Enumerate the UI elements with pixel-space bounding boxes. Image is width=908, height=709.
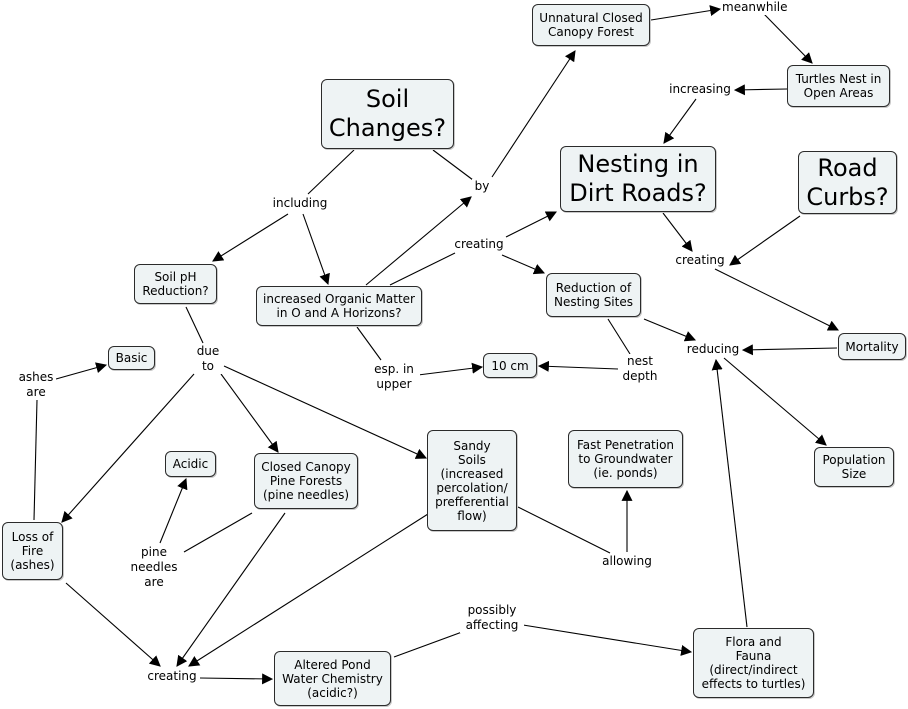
edge xyxy=(607,318,631,355)
concept-reduction-of-nesting-sites[interactable]: Reduction of Nesting Sites xyxy=(546,273,641,317)
edge xyxy=(33,399,38,521)
edge xyxy=(159,477,188,544)
concept-turtles-nest-open-areas[interactable]: Turtles Nest in Open Areas xyxy=(787,65,890,107)
concept-nesting-in-dirt-roads[interactable]: Nesting in Dirt Roads? xyxy=(560,146,716,212)
concept-increased-organic-matter[interactable]: increased Organic Matter in O and A Hori… xyxy=(256,286,422,326)
link-reducing: reducing xyxy=(684,342,742,357)
link-meanwhile: meanwhile xyxy=(722,0,788,15)
concept-10-cm[interactable]: 10 cm xyxy=(483,353,537,378)
edge xyxy=(763,13,813,64)
edge xyxy=(307,149,355,195)
edge xyxy=(517,506,611,554)
edge xyxy=(365,196,472,286)
edge xyxy=(188,513,429,667)
concept-mortality[interactable]: Mortality xyxy=(838,333,906,360)
link-including: including xyxy=(270,196,330,211)
edge xyxy=(714,268,839,331)
edge xyxy=(432,149,474,181)
edge xyxy=(65,582,161,667)
concept-closed-canopy-pine-forests[interactable]: Closed Canopy Pine Forests (pine needles… xyxy=(254,453,358,509)
edge xyxy=(741,344,838,356)
edge xyxy=(55,362,108,380)
concept-soil-changes[interactable]: Soil Changes? xyxy=(321,79,454,149)
link-esp-in-upper: esp. in upper xyxy=(368,362,420,392)
link-creating-right: creating xyxy=(673,253,727,268)
edge xyxy=(223,365,428,459)
edge xyxy=(505,211,557,238)
link-creating-top: creating xyxy=(452,237,506,252)
edge xyxy=(723,357,827,446)
link-pine-needles-are: pine needles are xyxy=(128,545,180,590)
link-nest-depth: nest depth xyxy=(618,354,662,384)
link-by: by xyxy=(472,179,492,194)
concept-unnatural-closed-canopy-forest[interactable]: Unnatural Closed Canopy Forest xyxy=(532,4,650,46)
edge xyxy=(199,673,274,685)
edge xyxy=(650,5,722,21)
edge xyxy=(389,252,456,286)
concept-sandy-soils[interactable]: Sandy Soils (increased percolation/ pref… xyxy=(427,430,517,531)
edge xyxy=(183,512,253,553)
link-ashes-are: ashes are xyxy=(16,370,56,400)
link-creating-bottom: creating xyxy=(144,669,200,684)
concept-flora-and-fauna[interactable]: Flora and Fauna (direct/indirect effects… xyxy=(693,628,814,698)
concept-fast-penetration-groundwater[interactable]: Fast Penetration to Groundwater (ie. pon… xyxy=(568,430,683,488)
concept-road-curbs[interactable]: Road Curbs? xyxy=(798,151,897,214)
link-due-to: due to xyxy=(194,344,222,374)
link-allowing: allowing xyxy=(598,554,656,569)
concept-acidic[interactable]: Acidic xyxy=(165,451,216,477)
link-possibly-affecting: possibly affecting xyxy=(460,603,524,633)
edge xyxy=(537,360,619,372)
edge xyxy=(220,373,279,453)
edge xyxy=(663,98,697,144)
edge xyxy=(212,213,289,262)
edge xyxy=(176,512,286,667)
edge xyxy=(356,326,382,361)
concept-altered-pond-water-chemistry[interactable]: Altered Pond Water Chemistry (acidic?) xyxy=(274,651,391,706)
edge xyxy=(711,358,748,628)
edge xyxy=(522,624,693,656)
edge xyxy=(61,373,195,523)
edge xyxy=(643,318,697,342)
edge xyxy=(491,50,576,178)
edge xyxy=(393,631,463,658)
edge xyxy=(185,306,204,344)
concept-population-size[interactable]: Population Size xyxy=(814,447,894,487)
edge xyxy=(662,212,693,252)
concept-loss-of-fire[interactable]: Loss of Fire (ashes) xyxy=(2,522,63,580)
edge xyxy=(417,362,484,376)
edge xyxy=(733,84,788,96)
concept-basic[interactable]: Basic xyxy=(108,346,155,370)
edge xyxy=(501,254,546,275)
concept-soil-ph-reduction[interactable]: Soil pH Reduction? xyxy=(134,264,217,304)
link-increasing: increasing xyxy=(666,82,734,97)
edge xyxy=(729,215,801,266)
edge xyxy=(302,213,330,286)
